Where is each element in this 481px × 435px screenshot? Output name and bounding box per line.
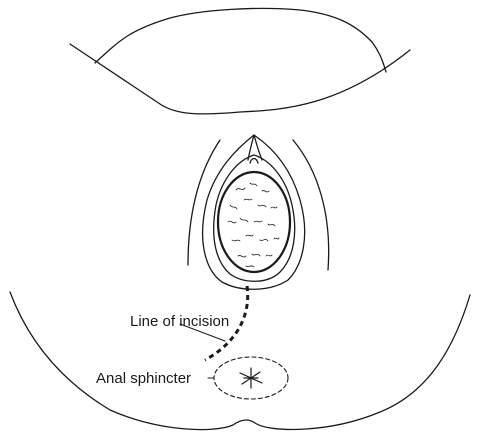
anus-icon [240,368,262,388]
clitoris [250,159,258,164]
right-labia-majora-fold [293,140,329,270]
sphincter-label: Anal sphincter [96,371,191,386]
incision-label: Line of incision [130,314,229,329]
fetal-head-hair [228,183,279,267]
labia-minora-inner [214,155,295,281]
buttocks-outline [10,292,470,430]
abdomen-outline [70,44,410,114]
pubic-mound-outline [95,8,386,72]
